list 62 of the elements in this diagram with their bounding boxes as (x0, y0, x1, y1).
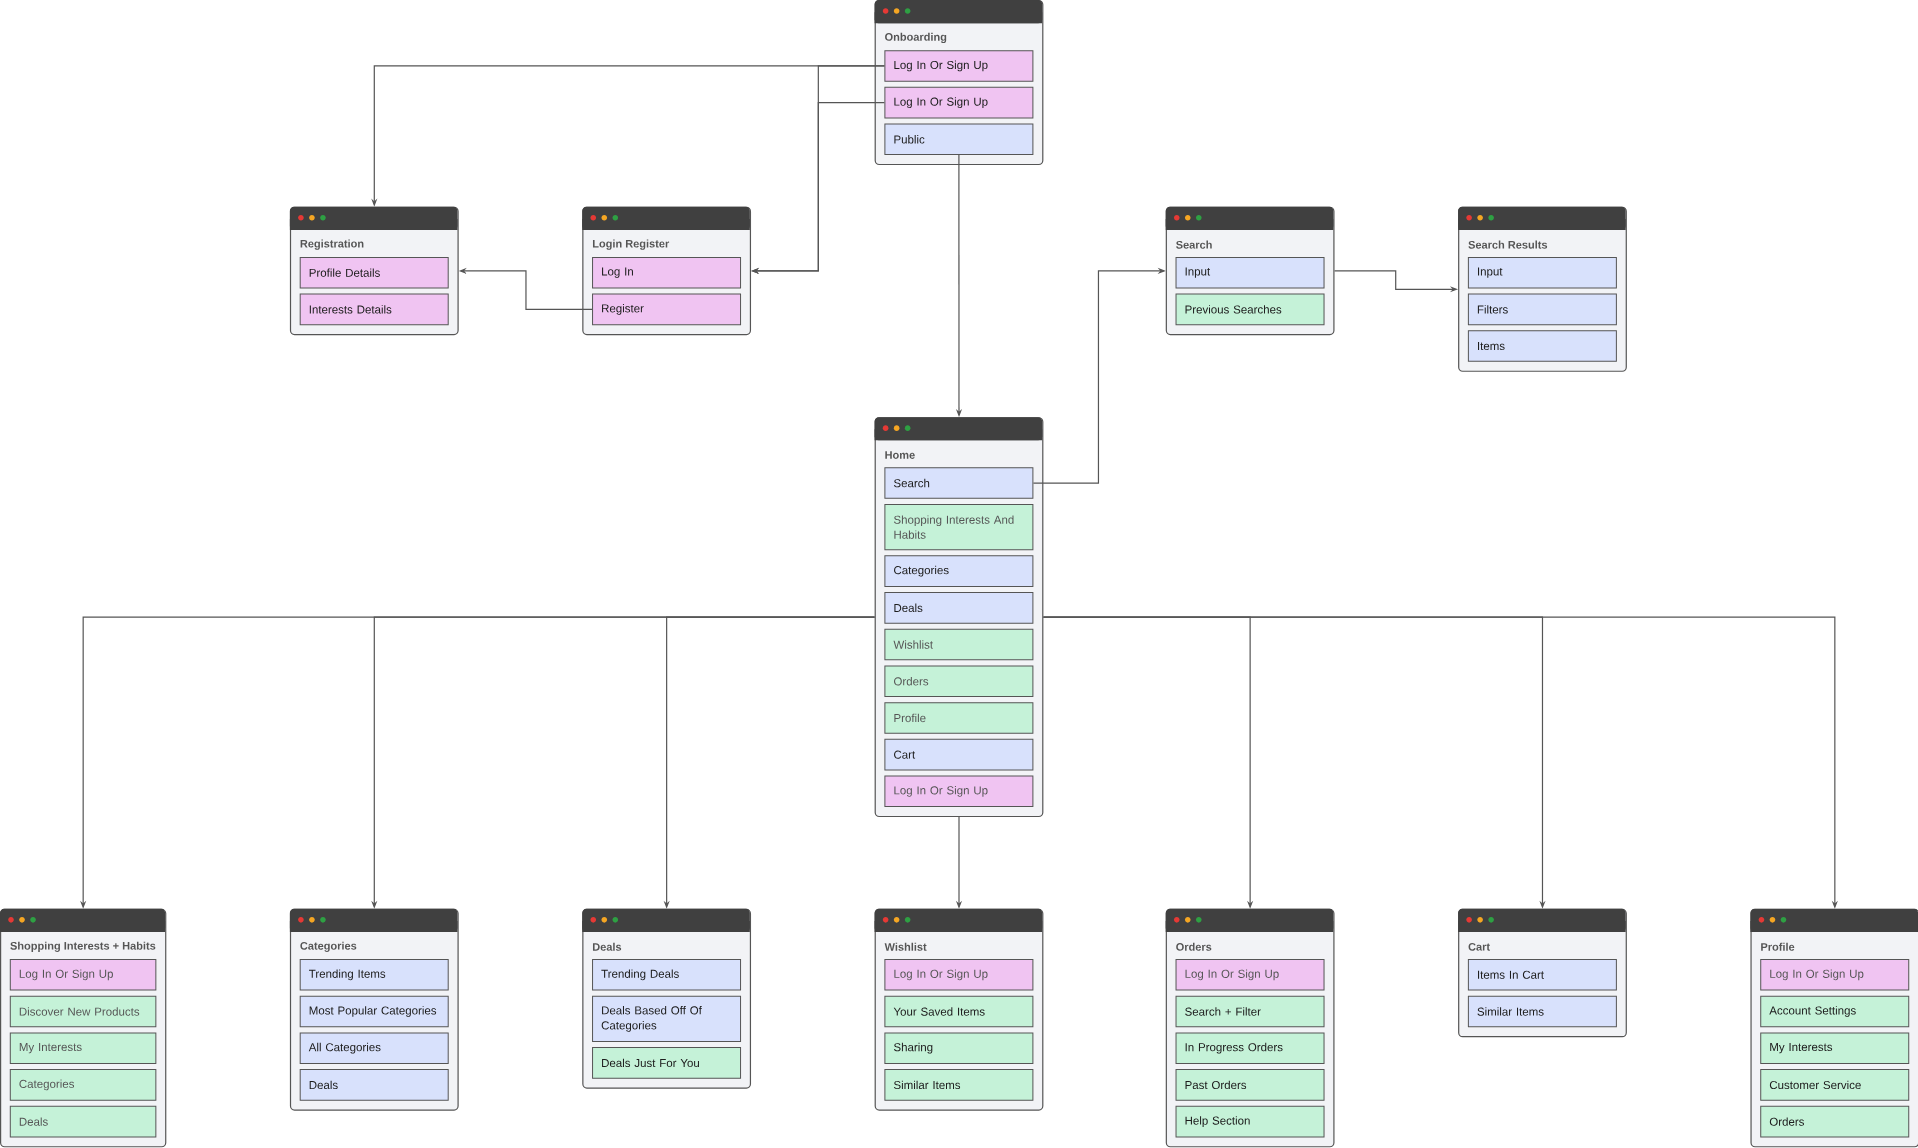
screen-item: Log In Or Sign Up (1175, 959, 1325, 991)
screen-item: Deals Based Off Of Categories (592, 995, 742, 1042)
screen-item: Account Settings (1760, 995, 1910, 1028)
screen-item: Profile (884, 702, 1034, 734)
window-title: Profile (1761, 942, 1795, 951)
screen-item: Items (1467, 330, 1617, 362)
screen-item: Wishlist (884, 628, 1034, 661)
screen-item: Filters (1467, 293, 1617, 326)
screen-item: Log In Or Sign Up (884, 86, 1034, 119)
screen-item: Deals (9, 1105, 157, 1138)
screen-item: Interests Details (299, 293, 449, 326)
window-title: Shopping Interests + Habits (10, 941, 156, 952)
screen-item: Profile Details (299, 256, 449, 289)
screen-item: Sharing (884, 1032, 1034, 1064)
screen-item: Customer Service (1760, 1069, 1910, 1101)
window-title: Search Results (1468, 240, 1548, 249)
screen-item: Previous Searches (1175, 293, 1325, 326)
screen-item: Help Section (1175, 1105, 1325, 1138)
screen-item: Shopping Interests And Habits (884, 503, 1034, 551)
screen-item: Log In (592, 256, 742, 289)
screen-item: Categories (9, 1069, 157, 1101)
screen-item: Register (592, 293, 742, 326)
screen-item: My Interests (1760, 1032, 1910, 1064)
window-title: Search (1176, 240, 1212, 249)
screen-item: Similar Items (884, 1069, 1034, 1101)
window-title: Onboarding (885, 32, 947, 44)
screen-item: Similar Items (1467, 995, 1617, 1028)
screen-item: Trending Deals (592, 959, 742, 991)
window-title: Categories (300, 941, 357, 952)
screen-item: Most Popular Categories (299, 995, 449, 1028)
screen-item: Categories (884, 555, 1034, 587)
screen-item: Orders (884, 665, 1034, 697)
screen-item: Input (1175, 256, 1325, 289)
screen-item: Past Orders (1175, 1069, 1325, 1101)
screen-item: All Categories (299, 1032, 449, 1064)
window-title: Orders (1176, 942, 1212, 951)
screen-item: Items In Cart (1467, 959, 1617, 991)
screen-item: Trending Items (299, 959, 449, 991)
screen-item: Deals Just For You (592, 1047, 742, 1079)
screen-item: Log In Or Sign Up (9, 959, 157, 991)
window-title: Cart (1468, 942, 1490, 951)
screen-item: Cart (884, 738, 1034, 771)
window-title: Home (885, 451, 915, 459)
screen-item: Your Saved Items (884, 995, 1034, 1028)
screen-item: Deals (884, 592, 1034, 624)
screen-item: Log In Or Sign Up (1760, 959, 1910, 991)
screen-item: Deals (299, 1069, 449, 1101)
screen-item: Log In Or Sign Up (884, 775, 1034, 808)
screen-item: Input (1467, 256, 1617, 289)
screen-item: Orders (1760, 1105, 1910, 1138)
window-title: Wishlist (884, 942, 927, 951)
screen-item: Public (884, 123, 1034, 156)
window-title: Registration (300, 239, 364, 250)
screen-item: Log In Or Sign Up (884, 50, 1034, 82)
screen-item: In Progress Orders (1175, 1032, 1325, 1064)
window-title: Login Register (593, 239, 670, 250)
screen-item: Discover New Products (9, 995, 157, 1028)
screen-item: Search + Filter (1175, 995, 1325, 1028)
screen-item: My Interests (9, 1032, 157, 1064)
screen-item: Search (884, 467, 1034, 499)
screen-item: Log In Or Sign Up (884, 959, 1034, 991)
window-title: Deals (593, 942, 622, 951)
